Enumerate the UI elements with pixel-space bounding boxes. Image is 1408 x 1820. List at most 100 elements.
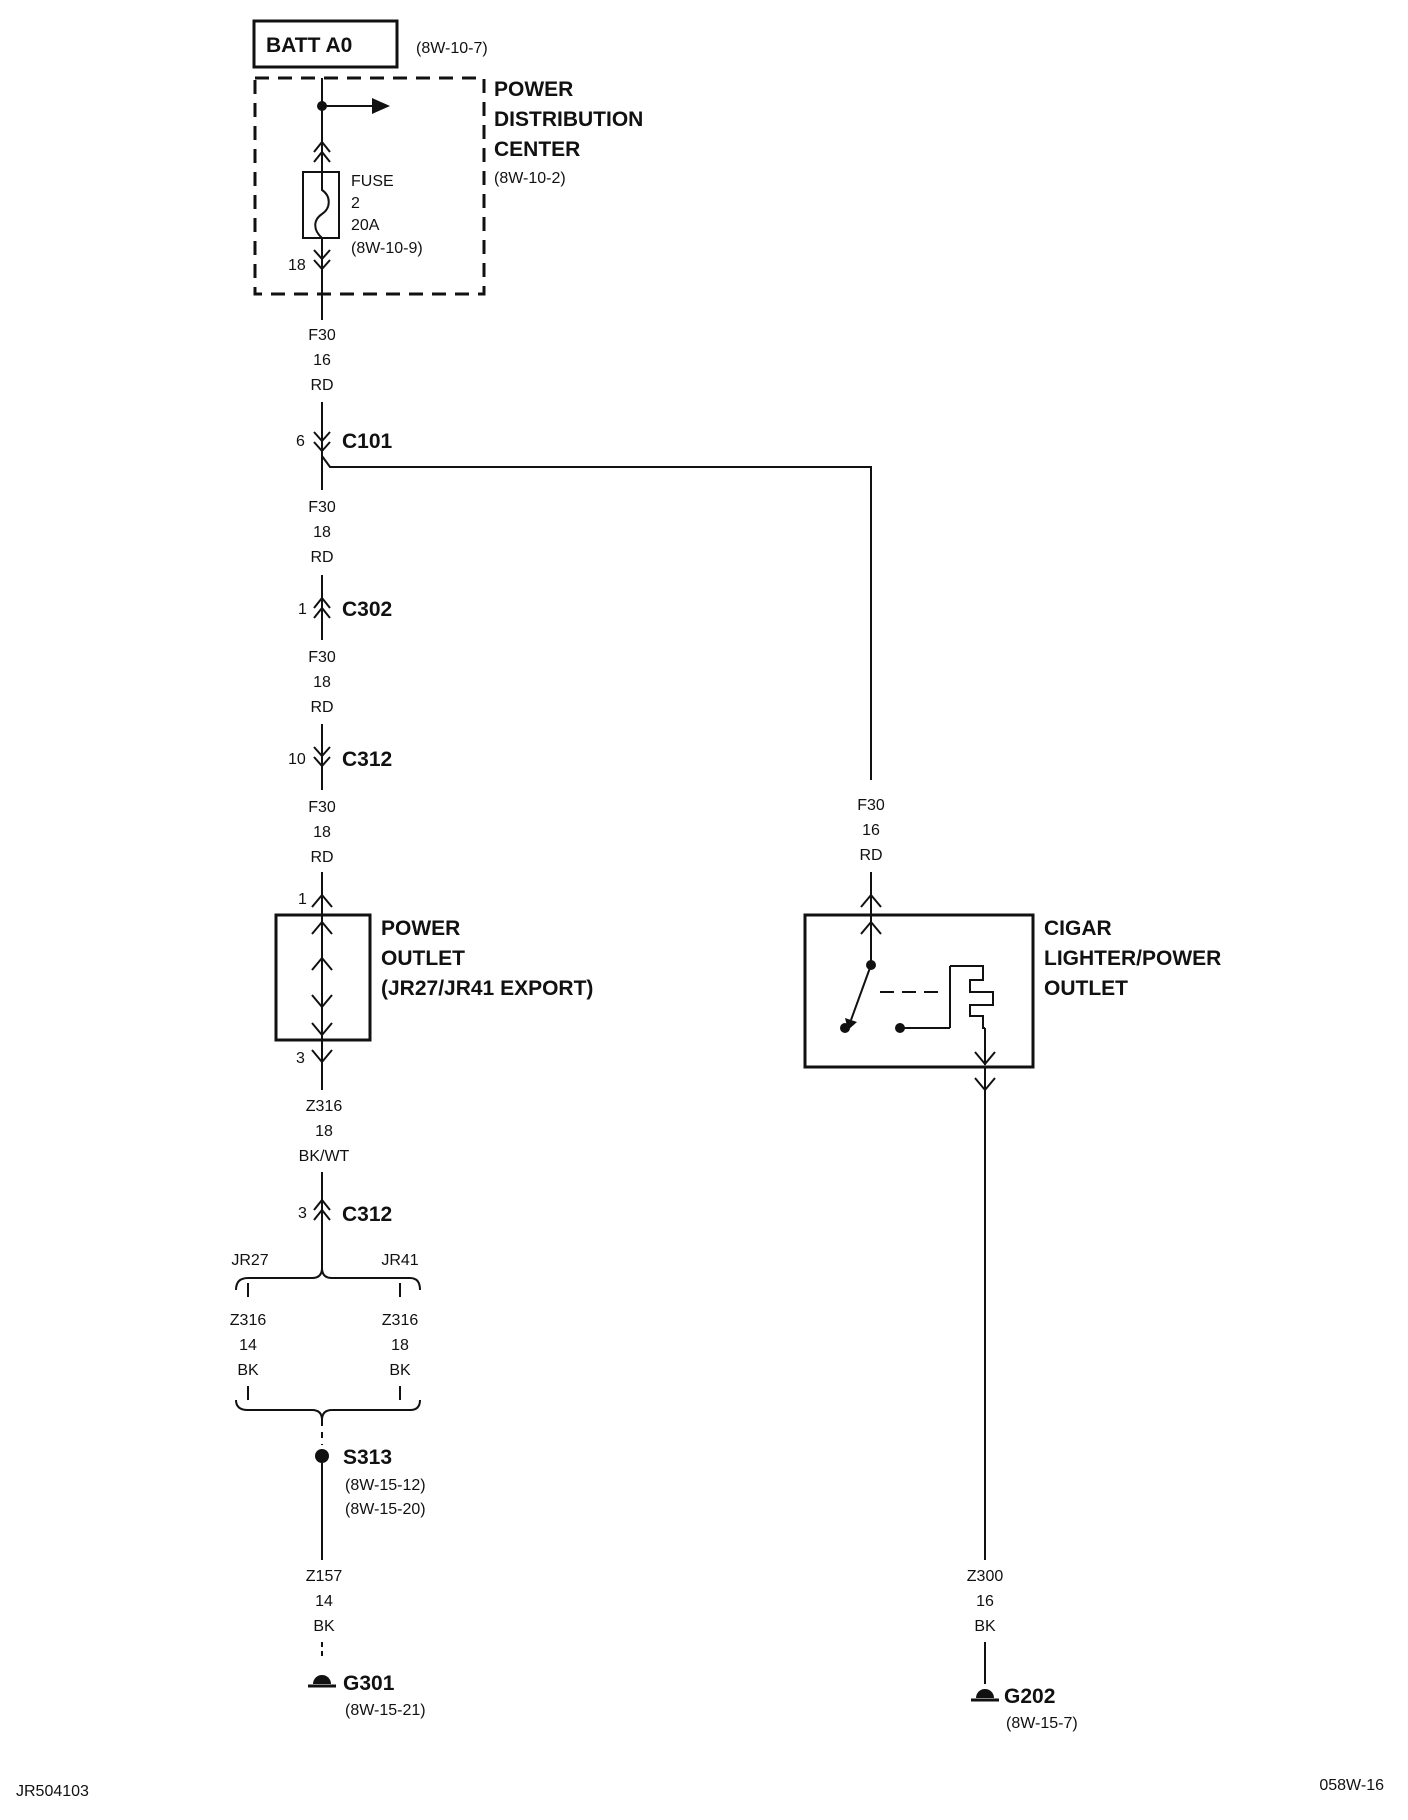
cigar-title-1: CIGAR — [1044, 917, 1112, 940]
option-left-tag: JR27 — [231, 1252, 268, 1269]
c302-pin: 1 — [298, 601, 307, 618]
footer-left-code: JR504103 — [16, 1783, 89, 1800]
pdc-ref: (8W-10-2) — [494, 170, 566, 187]
wire-label-f30-18-rd-1: F30 18 RD — [308, 499, 336, 566]
svg-text:F30: F30 — [308, 649, 336, 666]
power-distribution-center: POWER DISTRIBUTION CENTER (8W-10-2) — [253, 76, 643, 296]
svg-text:14: 14 — [239, 1337, 257, 1354]
cigar-title-2: LIGHTER/POWER — [1044, 947, 1221, 970]
outlet-title-1: POWER — [381, 917, 460, 940]
g301-name: G301 — [343, 1672, 395, 1695]
svg-text:RD: RD — [310, 699, 333, 716]
ground-icon — [976, 1689, 994, 1698]
batt-a0-block: BATT A0 (8W-10-7) — [252, 19, 488, 69]
svg-text:Z157: Z157 — [306, 1568, 343, 1585]
svg-text:RD: RD — [859, 847, 882, 864]
svg-text:Z316: Z316 — [230, 1312, 267, 1329]
c101-name: C101 — [342, 430, 393, 453]
connector-c312-lower: 3 C312 — [298, 1172, 392, 1268]
pdc-bus — [313, 78, 390, 172]
cigar-lighter-power-outlet: CIGAR LIGHTER/POWER OUTLET — [803, 872, 1221, 1560]
svg-text:BK: BK — [389, 1362, 411, 1379]
wire-label-z157-14-bk: Z157 14 BK — [306, 1568, 343, 1635]
option-right-tag: JR41 — [381, 1252, 418, 1269]
cigar-title-3: OUTLET — [1044, 977, 1128, 1000]
male-terminal-icon — [313, 596, 331, 619]
g202-ref: (8W-15-7) — [1006, 1715, 1078, 1732]
pdc-title-3: CENTER — [494, 138, 580, 161]
fuse-number: 2 — [351, 195, 360, 212]
wire-label-f30-18-rd-3: F30 18 RD — [308, 799, 336, 866]
connector-c312-upper: 10 C312 — [288, 724, 392, 790]
svg-text:BK: BK — [974, 1618, 996, 1635]
splice-dot-icon — [315, 1449, 329, 1463]
heating-element-icon — [950, 965, 994, 1029]
wire-label-z316-18-bkwt: Z316 18 BK/WT — [299, 1098, 350, 1165]
svg-text:F30: F30 — [308, 799, 336, 816]
splice-branch-wire — [321, 455, 872, 780]
fuse-label: FUSE — [351, 173, 394, 190]
svg-text:F30: F30 — [308, 327, 336, 344]
option-split: JR27 JR41 Z316 14 BK Z316 18 BK — [230, 1252, 421, 1445]
wire-label-f30-16-rd-branch: F30 16 RD — [857, 797, 885, 864]
s313-ref-1: (8W-15-12) — [345, 1477, 426, 1494]
female-terminal-icon — [313, 249, 331, 271]
g202-name: G202 — [1004, 1685, 1055, 1708]
fuse-2: FUSE 2 20A (8W-10-9) 18 — [288, 171, 423, 320]
power-outlet: 1 3 POWER OUTLET (JR27/JR41 EXPORT) — [274, 872, 593, 1090]
svg-text:18: 18 — [315, 1123, 333, 1140]
terminal-icon — [860, 893, 882, 908]
outlet-title-2: OUTLET — [381, 947, 465, 970]
connector-c101: 6 C101 — [296, 402, 872, 780]
svg-text:F30: F30 — [857, 797, 885, 814]
outlet-title-3: (JR27/JR41 EXPORT) — [381, 977, 593, 1000]
female-terminal-icon — [313, 431, 331, 453]
c312-upper-name: C312 — [342, 748, 392, 771]
footer-right-code: 058W-16 — [1319, 1777, 1384, 1794]
svg-text:RD: RD — [310, 377, 333, 394]
male-terminal-icon — [313, 1198, 331, 1221]
s313-ref-2: (8W-15-20) — [345, 1501, 426, 1518]
wire-label-f30-18-rd-2: F30 18 RD — [308, 649, 336, 716]
ground-g301: G301 (8W-15-21) — [308, 1642, 426, 1719]
terminal-icon — [311, 893, 333, 908]
svg-text:BK/WT: BK/WT — [299, 1148, 350, 1165]
svg-text:18: 18 — [313, 524, 331, 541]
batt-ref: (8W-10-7) — [416, 40, 488, 57]
svg-text:16: 16 — [313, 352, 331, 369]
svg-text:18: 18 — [313, 824, 331, 841]
svg-text:Z316: Z316 — [306, 1098, 343, 1115]
fuse-pin: 18 — [288, 257, 306, 274]
splice-s313: S313 (8W-15-12) (8W-15-20) — [315, 1446, 426, 1560]
ground-icon — [313, 1675, 331, 1684]
female-terminal-icon — [313, 746, 331, 768]
male-terminal-icon — [313, 140, 331, 163]
c312-lower-name: C312 — [342, 1203, 392, 1226]
svg-text:16: 16 — [976, 1593, 994, 1610]
s313-name: S313 — [343, 1446, 392, 1469]
connector-c302: 1 C302 — [298, 575, 392, 640]
c312-upper-pin: 10 — [288, 751, 306, 768]
pdc-title-1: POWER — [494, 78, 573, 101]
outlet-pin-out: 3 — [296, 1050, 305, 1067]
svg-text:18: 18 — [391, 1337, 409, 1354]
svg-text:F30: F30 — [308, 499, 336, 516]
svg-text:RD: RD — [310, 849, 333, 866]
fuse-ref: (8W-10-9) — [351, 240, 423, 257]
terminal-icon — [974, 1077, 996, 1092]
fuse-rating: 20A — [351, 217, 380, 234]
c101-pin: 6 — [296, 433, 305, 450]
svg-text:BK: BK — [237, 1362, 259, 1379]
svg-text:RD: RD — [310, 549, 333, 566]
batt-label: BATT A0 — [266, 34, 352, 57]
svg-text:Z300: Z300 — [967, 1568, 1004, 1585]
outlet-pin-in: 1 — [298, 891, 307, 908]
terminal-icon — [311, 1049, 333, 1064]
c312-lower-pin: 3 — [298, 1205, 307, 1222]
pdc-title-2: DISTRIBUTION — [494, 108, 643, 131]
svg-text:BK: BK — [313, 1618, 335, 1635]
arrow-icon — [372, 98, 390, 114]
svg-text:18: 18 — [313, 674, 331, 691]
ground-g202: G202 (8W-15-7) — [971, 1642, 1078, 1732]
